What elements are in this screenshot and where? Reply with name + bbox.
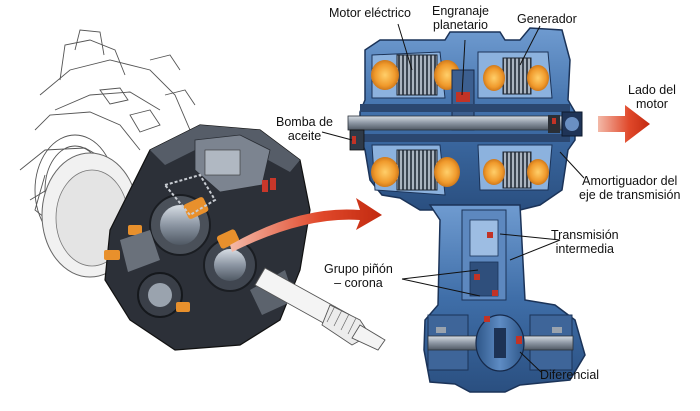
label-transmision-line2: intermedia: [555, 242, 614, 256]
cutaway-transaxle: [104, 124, 311, 351]
label-engranaje-line2: planetario: [433, 18, 488, 32]
label-amortiguador-line1: Amortiguador del: [582, 174, 678, 188]
transaxle-section: [347, 27, 586, 393]
label-lado-line1: Lado del: [628, 83, 676, 97]
engine-side-arrow: [598, 105, 650, 143]
label-motor-electrico: Motor eléctrico: [329, 6, 411, 20]
connector-arrow: [230, 198, 382, 252]
generator-coils: [483, 57, 549, 189]
label-transmision-intermedia: Transmisión intermedia: [551, 228, 619, 256]
label-lado-del-motor: Lado del motor: [628, 83, 676, 111]
label-diferencial: Diferencial: [540, 368, 599, 382]
label-grupo-pinon-corona: Grupo piñón – corona: [324, 262, 393, 290]
label-bomba-line2: aceite: [287, 129, 322, 143]
label-bomba-line1: Bomba de: [276, 115, 333, 129]
label-diferencial-text: Diferencial: [540, 368, 600, 382]
label-transmision-line1: Transmisión: [551, 228, 619, 242]
label-amortiguador-line2: eje de transmisión: [579, 188, 681, 202]
label-grupo-line1: Grupo piñón: [324, 262, 393, 276]
label-lado-line2: motor: [636, 97, 668, 111]
label-motor-electrico-text: Motor eléctrico: [329, 6, 411, 20]
label-bomba-de-aceite: Bomba de aceite: [276, 115, 333, 143]
label-generador-text: Generador: [517, 12, 577, 26]
label-engranaje-planetario: Engranaje planetario: [432, 4, 489, 32]
motor-coils: [371, 54, 460, 191]
label-amortiguador: Amortiguador del eje de transmisión: [579, 174, 680, 202]
label-engranaje-line1: Engranaje: [432, 4, 489, 18]
label-generador: Generador: [517, 12, 577, 26]
label-grupo-line2: – corona: [334, 276, 383, 290]
drive-shaft: [254, 267, 386, 351]
leader-lines: [321, 23, 585, 373]
